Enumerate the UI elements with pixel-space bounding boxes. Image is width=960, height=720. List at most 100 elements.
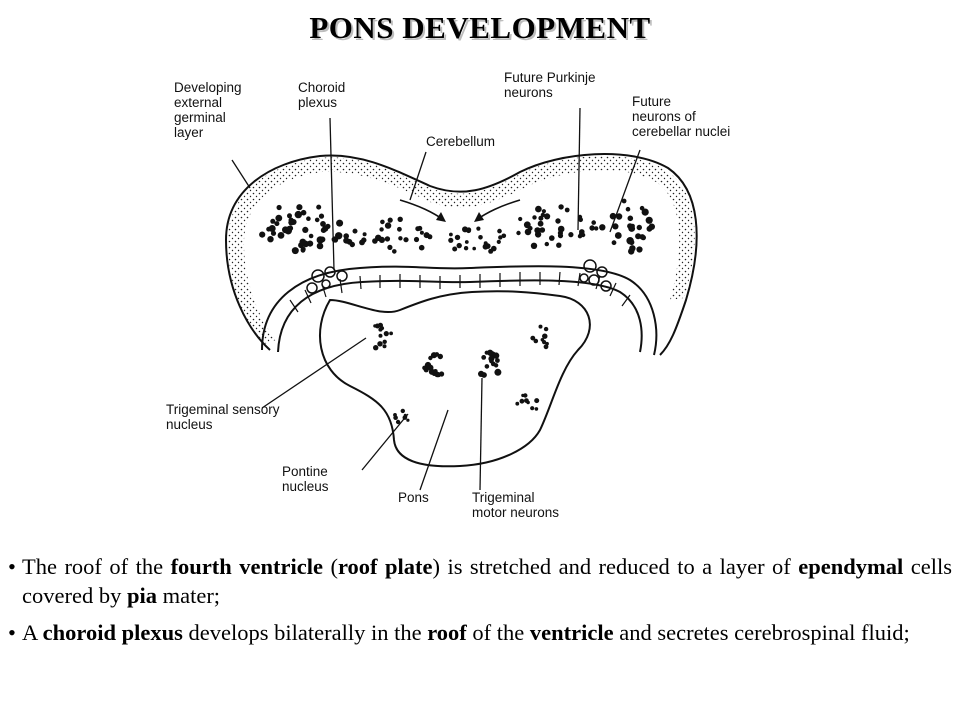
neuron-dot — [544, 213, 551, 220]
arrowhead-right — [474, 212, 484, 222]
neuron-dot — [478, 235, 483, 240]
neuron-dot — [300, 247, 306, 253]
neuron-dot — [452, 246, 458, 252]
label-germinal-layer: Developing external germinal layer — [174, 80, 242, 140]
neuron-dot — [270, 230, 277, 236]
bullet-marker: • — [8, 620, 16, 645]
choroid-plexus-right — [579, 259, 612, 292]
neuron-dot — [484, 350, 489, 355]
neuron-dot — [557, 233, 564, 239]
neuron-dot — [398, 236, 403, 241]
neuron-dot — [594, 226, 599, 231]
neuron-dot — [406, 418, 410, 422]
neuron-dot — [277, 232, 285, 239]
bold-term: choroid plexus — [42, 620, 183, 645]
neuron-dot — [287, 213, 292, 219]
neuron-dot — [425, 232, 430, 238]
neuron-dot — [518, 216, 523, 222]
neuron-dot — [418, 244, 425, 251]
neuron-dot — [267, 236, 274, 243]
neuron-dot — [294, 210, 302, 219]
text-run: of the — [466, 620, 530, 645]
neuron-dot — [621, 198, 627, 204]
neuron-dot — [306, 216, 311, 221]
neuron-dot — [397, 216, 403, 222]
neuron-dot — [538, 215, 544, 221]
neuron-dot — [487, 349, 494, 356]
neuron-dot — [530, 335, 536, 341]
neuron-dot — [332, 237, 339, 243]
neuron-dot — [635, 233, 642, 240]
neuron-dot — [558, 204, 564, 210]
neuron-dot — [343, 233, 350, 239]
neuron-dot — [417, 225, 423, 231]
text-run: The roof of the — [22, 554, 171, 579]
neuron-dot — [274, 221, 280, 227]
neuron-dot — [454, 234, 461, 241]
neuron-dot — [640, 235, 646, 240]
neuron-dot — [349, 241, 355, 248]
neuron-dot — [413, 236, 420, 243]
text-run: mater; — [156, 583, 221, 608]
neuron-dot — [484, 364, 490, 369]
neuron-dot — [535, 205, 542, 213]
neuron-dot — [496, 239, 501, 244]
neuron-dot — [380, 219, 385, 225]
neuron-dot — [378, 333, 383, 338]
neuron-dot — [428, 355, 433, 361]
neuron-dot — [392, 249, 397, 254]
neuron-dot — [387, 244, 393, 250]
neuron-dot — [387, 217, 393, 223]
neuron-dot — [352, 228, 358, 234]
neuron-dot — [395, 419, 401, 425]
pons-diagram — [224, 107, 698, 491]
ventricle-roof-inner — [277, 279, 643, 353]
neuron-dot — [300, 209, 307, 216]
neuron-dot — [533, 338, 539, 344]
page-title: PONS DEVELOPMENT — [309, 10, 651, 45]
neuron-dot — [636, 246, 643, 253]
neuron-dot — [568, 232, 574, 238]
neuron-dot — [599, 224, 606, 231]
neuron-dot — [537, 220, 544, 227]
neuron-dot — [268, 225, 276, 232]
neuron-dot — [389, 331, 393, 336]
neuron-dot — [299, 238, 307, 246]
neuron-dot — [539, 227, 546, 233]
neuron-dot — [373, 345, 379, 351]
neuron-dot — [377, 341, 383, 347]
neuron-dot — [462, 226, 468, 233]
bullet-marker: • — [8, 554, 16, 579]
neuron-dot — [636, 224, 642, 231]
neuron-dot — [538, 324, 543, 329]
neuron-dot — [314, 217, 320, 223]
neuron-dot — [318, 213, 325, 219]
neuron-dot — [448, 237, 454, 243]
neuron-dot — [530, 242, 538, 249]
neuron-dot — [615, 213, 623, 220]
neuron-dot — [463, 246, 469, 251]
neuron-dot — [464, 240, 469, 244]
neuron-dot — [433, 369, 438, 374]
bullet-text: The roof of the fourth ventricle (roof p… — [22, 554, 952, 608]
neuron-dot — [466, 227, 472, 233]
neuron-dot — [379, 227, 384, 232]
neuron-dot — [516, 230, 521, 236]
neuron-dot — [626, 237, 634, 245]
neuron-dot — [520, 400, 524, 404]
neuron-dot — [422, 365, 427, 371]
neuron-dot — [578, 217, 583, 223]
neuron-dot — [372, 238, 378, 244]
neuron-dot — [577, 234, 583, 239]
neuron-dot — [308, 233, 314, 239]
text-run: develops bilaterally in the — [182, 620, 428, 645]
arrowhead-left — [436, 212, 446, 222]
label-trigeminal-motor: Trigeminal motor neurons — [472, 490, 560, 520]
neuron-dot — [362, 232, 367, 237]
neuron-dot — [544, 241, 549, 247]
ventricle-roof-outer — [261, 265, 658, 356]
neuron-dot — [400, 408, 405, 414]
neuron-dot — [534, 407, 539, 411]
label-pons: Pons — [398, 490, 429, 505]
neuron-dot — [498, 235, 503, 240]
